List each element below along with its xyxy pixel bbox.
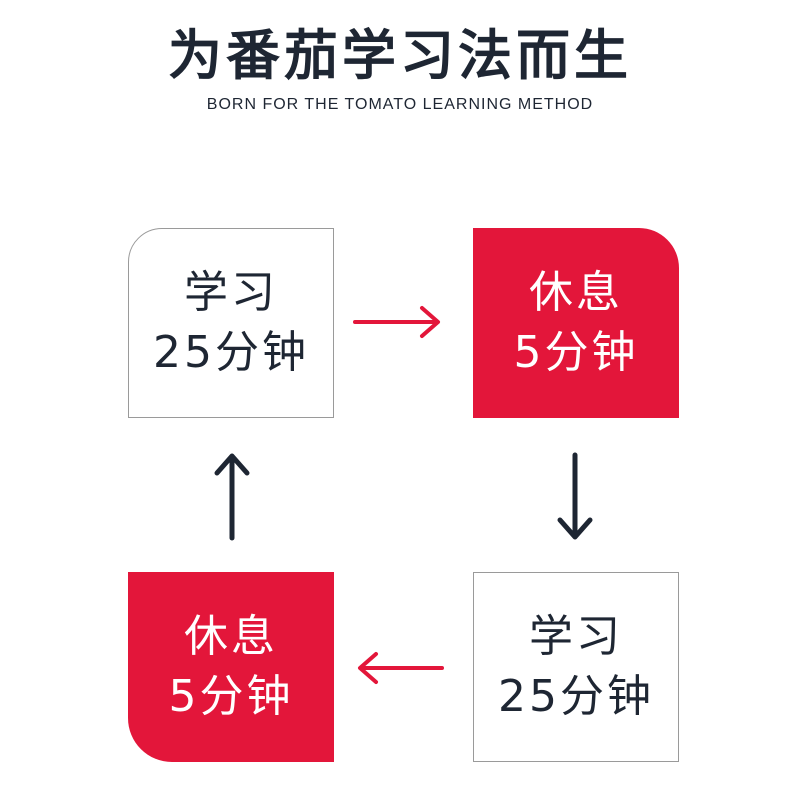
page-subtitle: BORN FOR THE TOMATO LEARNING METHOD bbox=[206, 96, 594, 113]
step-duration: 5分钟 bbox=[513, 327, 639, 378]
arrow-right-icon bbox=[353, 306, 440, 338]
page-title: 为番茄学习法而生 bbox=[168, 24, 632, 87]
step-duration: 5分钟 bbox=[168, 671, 294, 722]
step-duration: 25分钟 bbox=[153, 327, 309, 378]
step-label: 休息 bbox=[184, 611, 278, 662]
arrow-left-icon bbox=[358, 652, 444, 684]
step-label: 休息 bbox=[529, 267, 623, 318]
step-duration: 25分钟 bbox=[498, 671, 654, 722]
arrow-up-icon bbox=[214, 453, 250, 541]
arrow-down-icon bbox=[557, 452, 593, 540]
rest-box-bottom-left: 休息 5分钟 bbox=[128, 572, 334, 762]
step-label: 学习 bbox=[529, 611, 623, 662]
step-label: 学习 bbox=[184, 267, 278, 318]
rest-box-top-right: 休息 5分钟 bbox=[473, 228, 679, 418]
study-box-top-left: 学习 25分钟 bbox=[128, 228, 334, 418]
study-box-bottom-right: 学习 25分钟 bbox=[473, 572, 679, 762]
